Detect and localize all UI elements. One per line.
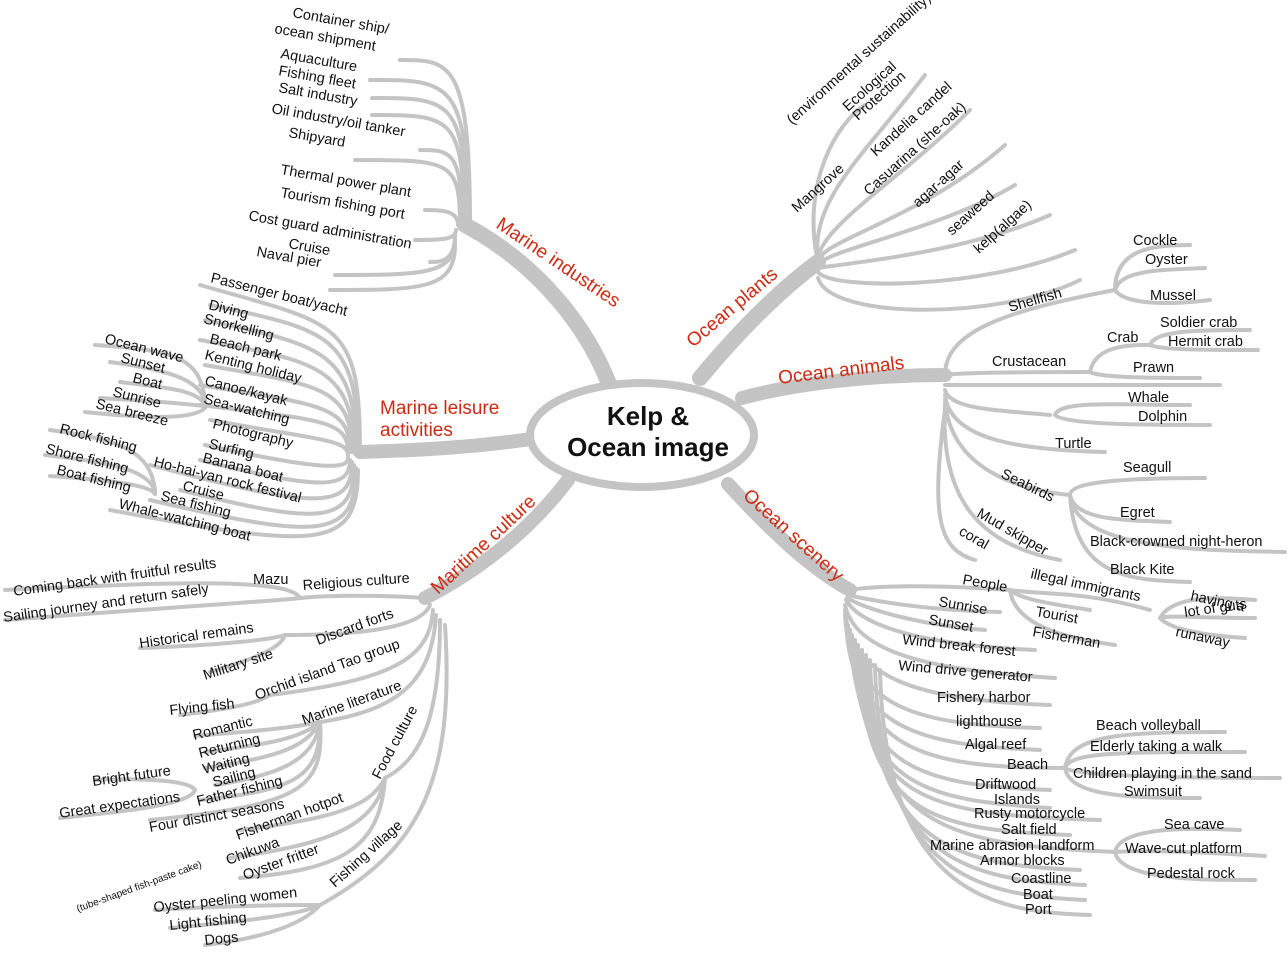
- leaf-scenery: lighthouse: [956, 714, 1022, 730]
- leaf-animal: Whale: [1128, 390, 1169, 406]
- leaf-culture: Dogs: [204, 930, 239, 949]
- leaf-animal: Shellfish: [1007, 285, 1064, 315]
- culture-branches: [3, 581, 449, 947]
- plants-branches: [811, 73, 1082, 312]
- leaf-scenery: Driftwood: [975, 777, 1036, 793]
- leaf-scenery: Armor blocks: [980, 853, 1065, 869]
- leaf-scenery: Rusty motorcycle: [974, 806, 1085, 822]
- leaf-scenery: Children playing in the sand: [1073, 766, 1252, 782]
- leaf-scenery: Beach: [1007, 757, 1048, 773]
- center-title-line2: Ocean image: [567, 432, 729, 462]
- leaf-animal: Egret: [1120, 505, 1155, 521]
- leaf-scenery: Pedestal rock: [1147, 866, 1236, 882]
- leaf-animal: Turtle: [1055, 436, 1092, 452]
- leaf-scenery: Marine abrasion landform: [930, 838, 1094, 854]
- leaf-animal: Hermit crab: [1168, 334, 1243, 350]
- leaf-scenery: Algal reef: [965, 737, 1027, 753]
- leaf-animal: Soldier crab: [1160, 315, 1237, 331]
- leaf-scenery: Wind break forest: [902, 632, 1017, 660]
- category-ocean-scenery: Ocean scenery: [739, 485, 848, 586]
- leaf-scenery: runaway: [1174, 624, 1232, 651]
- leaf-culture: Military site: [201, 646, 275, 684]
- leaf-scenery: Wave-cut platform: [1125, 841, 1242, 857]
- culture-labels: Coming back with fruitful results Sailin…: [2, 556, 421, 949]
- leaf-industry: Cruise: [287, 236, 331, 259]
- leaf-scenery: Islands: [994, 792, 1040, 808]
- center-title-line1: Kelp &: [607, 401, 689, 431]
- leaf-scenery: Fishery harbor: [937, 690, 1031, 706]
- leaf-culture: Bright future: [91, 763, 171, 790]
- industries-branches: [328, 58, 472, 292]
- animals-branches: [936, 243, 1287, 584]
- category-maritime-culture: Maritime culture: [427, 491, 540, 599]
- leaf-animal: Black-crowned night-heron: [1090, 534, 1262, 550]
- leaf-animal: Cockle: [1133, 233, 1177, 249]
- leaf-scenery: Fisherman: [1031, 624, 1101, 652]
- leaf-scenery: Sea cave: [1164, 817, 1224, 833]
- leisure-branches: [43, 283, 362, 539]
- leaf-scenery: Boat: [1023, 887, 1053, 903]
- center-node: [526, 379, 758, 491]
- leisure-labels: Passenger boat/yacht Diving Snorkelling …: [44, 270, 349, 544]
- leaf-scenery: Sunset: [927, 612, 974, 636]
- leaf-animal: Crustacean: [992, 354, 1066, 370]
- leaf-animal: Seabirds: [998, 466, 1056, 505]
- leaf-scenery: Beach volleyball: [1096, 718, 1201, 734]
- leaf-scenery: Swimsuit: [1124, 784, 1182, 800]
- leaf-culture: Fishing village: [327, 818, 406, 891]
- industries-labels: Container ship/ ocean shipment Aquacultu…: [247, 5, 413, 271]
- main-branches: [353, 217, 952, 605]
- leaf-plant: agar-agar: [910, 157, 968, 211]
- leaf-culture: Mazu: [253, 572, 288, 588]
- leaf-animal: Mud skipper: [974, 506, 1051, 559]
- leaf-animal: Black Kite: [1110, 562, 1174, 578]
- leaf-animal: Seagull: [1123, 460, 1171, 476]
- leaf-scenery: Salt field: [1001, 822, 1057, 838]
- leaf-animal: Mussel: [1150, 288, 1196, 304]
- scenery-branches: [843, 584, 1282, 917]
- leaf-animal: Crab: [1107, 330, 1138, 346]
- leaf-scenery: Port: [1025, 902, 1052, 918]
- leaf-scenery: Coastline: [1011, 871, 1071, 887]
- leaf-culture: Flying fish: [169, 696, 236, 719]
- leaf-scenery: Tourist: [1034, 604, 1079, 627]
- category-marine-leisure-line1: Marine leisure: [380, 398, 499, 419]
- leaf-scenery: People: [961, 572, 1008, 596]
- leaf-animal: Prawn: [1133, 360, 1174, 376]
- leaf-scenery: Wind drive generator: [898, 658, 1034, 686]
- leaf-scenery: Elderly taking a walk: [1090, 739, 1223, 755]
- leaf-industry: Shipyard: [287, 125, 346, 151]
- category-marine-leisure-line2: activities: [380, 420, 453, 441]
- leaf-culture: Religious culture: [302, 571, 410, 594]
- leaf-animal: Oyster: [1145, 252, 1188, 268]
- leaf-leisure: Boat: [131, 370, 164, 393]
- leaf-animal: Dolphin: [1138, 409, 1187, 425]
